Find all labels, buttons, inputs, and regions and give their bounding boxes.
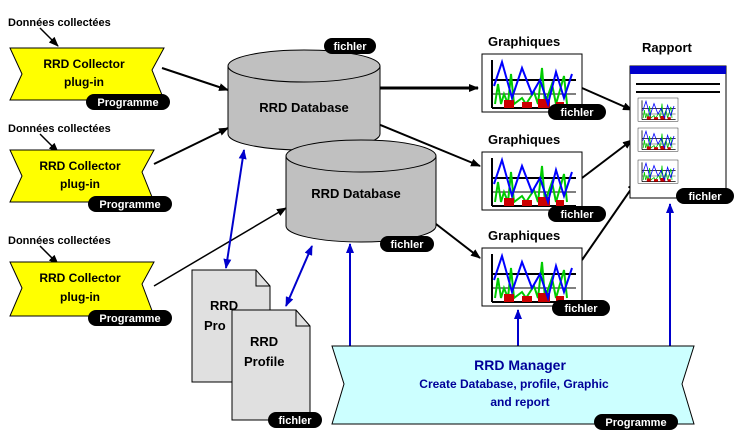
manager-links — [223, 149, 674, 346]
collector-title: RRD Collector — [39, 159, 121, 173]
database-label: RRD Database — [311, 186, 401, 201]
svg-text:fichler: fichler — [333, 41, 367, 53]
svg-text:Programme: Programme — [99, 199, 160, 211]
rrd-profile-front: RRD Profile — [231, 309, 311, 421]
data-flow-arrows — [39, 27, 637, 287]
collector-subtitle: plug-in — [60, 290, 100, 304]
svg-text:Programme: Programme — [605, 417, 666, 429]
rrd-database-2: RRD Database — [285, 139, 437, 243]
manager-description: and report — [490, 395, 549, 409]
report-thumbnail — [637, 159, 679, 184]
profile-title: RRD — [210, 298, 238, 313]
file-tag: fichler — [268, 412, 322, 428]
manager-title: RRD Manager — [474, 357, 566, 373]
svg-text:fichler: fichler — [560, 209, 594, 221]
collector-plugin-1: RRD Collector plug-in — [9, 47, 165, 101]
collector-subtitle: plug-in — [64, 75, 104, 89]
svg-text:fichler: fichler — [564, 303, 598, 315]
graph-3 — [481, 247, 583, 307]
svg-text:fichler: fichler — [688, 191, 722, 203]
program-tag: Programme — [594, 414, 678, 430]
program-tag: Programme — [88, 310, 172, 326]
graph-label: Graphiques — [488, 132, 560, 147]
collector-title: RRD Collector — [43, 57, 125, 71]
svg-text:fichler: fichler — [560, 107, 594, 119]
program-tag: Programme — [86, 94, 170, 110]
file-tag: fichler — [676, 188, 734, 204]
report-thumbnail — [637, 97, 679, 122]
report-thumbnail — [637, 127, 679, 152]
graph-1 — [481, 53, 583, 113]
rrd-manager: RRD Manager Create Database, profile, Gr… — [331, 345, 695, 425]
rrd-database-1: RRD Database — [227, 49, 381, 151]
collector-subtitle: plug-in — [60, 177, 100, 191]
graph-2 — [481, 151, 583, 211]
collected-data-label: Données collectées — [8, 235, 111, 247]
profile-title: RRD — [250, 334, 278, 349]
profile-subtitle: Profile — [244, 354, 284, 369]
program-tag: Programme — [88, 196, 172, 212]
collector-plugin-2: RRD Collector plug-in — [9, 149, 155, 203]
file-tag: fichler — [380, 236, 434, 252]
manager-description: Create Database, profile, Graphic — [419, 377, 609, 391]
database-label: RRD Database — [259, 100, 349, 115]
report-label: Rapport — [642, 40, 693, 55]
svg-text:fichler: fichler — [278, 415, 312, 427]
profile-subtitle: Pro — [204, 318, 226, 333]
report-document — [629, 65, 727, 199]
svg-text:Programme: Programme — [97, 97, 158, 109]
svg-text:fichler: fichler — [390, 239, 424, 251]
file-tag: fichler — [548, 104, 606, 120]
graph-label: Graphiques — [488, 228, 560, 243]
svg-text:Programme: Programme — [99, 313, 160, 325]
graph-label: Graphiques — [488, 34, 560, 49]
collector-plugin-3: RRD Collector plug-in — [9, 261, 155, 317]
collected-data-label: Données collectées — [8, 17, 111, 29]
file-tag: fichler — [324, 38, 376, 54]
collector-title: RRD Collector — [39, 271, 121, 285]
file-tag: fichler — [552, 300, 610, 316]
file-tag: fichler — [548, 206, 606, 222]
collected-data-label: Données collectées — [8, 123, 111, 135]
